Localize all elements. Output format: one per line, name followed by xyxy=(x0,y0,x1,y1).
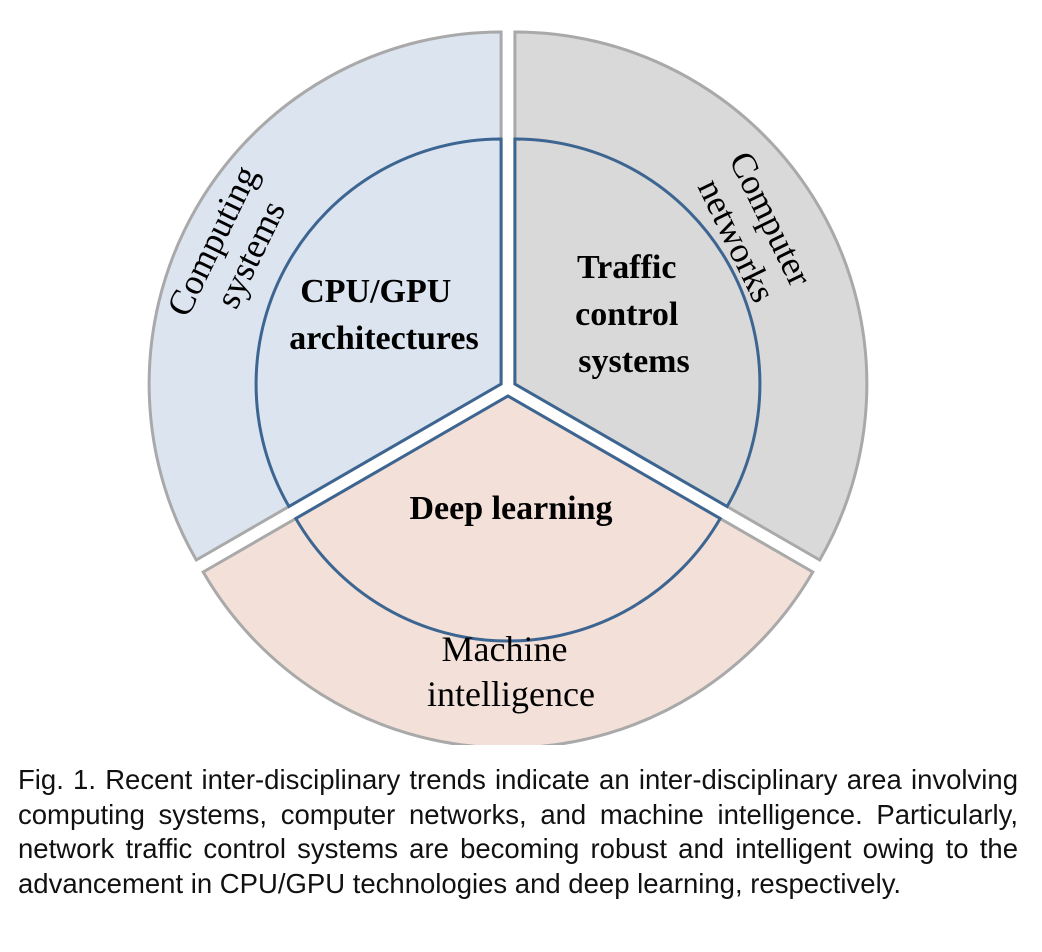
label-cpu-line-2: architectures xyxy=(289,320,478,357)
label-machine-intelligence: Machine intelligence xyxy=(427,629,595,714)
outer-segment-machine-intelligence xyxy=(201,394,815,745)
label-traffic-line-1: Traffic xyxy=(577,249,676,286)
label-machine-line-1: Machine xyxy=(442,629,568,669)
figure-caption: Fig. 1. Recent inter-disciplinary trends… xyxy=(18,764,1018,899)
label-traffic-control-systems: Traffic control systems xyxy=(575,249,690,380)
label-machine-line-2: intelligence xyxy=(427,674,595,714)
inner-segment-traffic-control xyxy=(513,137,762,509)
label-deep-learning: Deep learning xyxy=(409,490,612,527)
label-traffic-line-3: systems xyxy=(578,343,689,380)
inner-segment-cpu-gpu xyxy=(254,137,503,509)
venn-ring-diagram: Computing systems Computer networks Mach… xyxy=(147,30,869,745)
label-deep-line-1: Deep learning xyxy=(409,490,612,527)
label-cpu-gpu-architectures: CPU/GPU architectures xyxy=(289,273,478,357)
label-cpu-line-1: CPU/GPU xyxy=(300,273,451,310)
outer-segment-computing-systems xyxy=(147,30,503,563)
label-traffic-line-2: control xyxy=(575,296,678,333)
outer-segment-computer-networks xyxy=(513,30,869,563)
inner-segment-deep-learning xyxy=(293,394,723,643)
